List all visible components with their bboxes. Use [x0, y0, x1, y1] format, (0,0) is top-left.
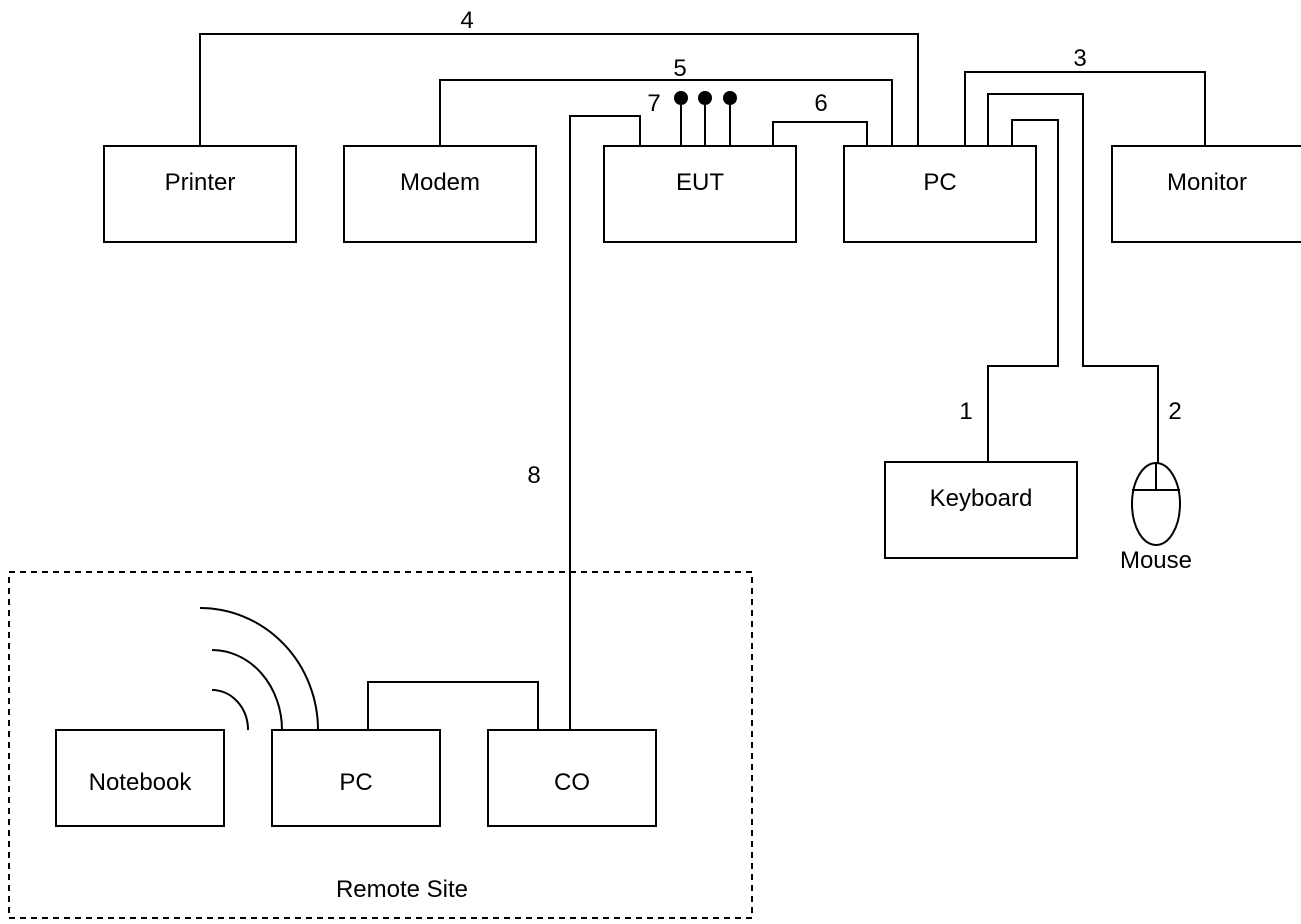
cable-label-4: 4 — [460, 7, 473, 34]
cable-label-8: 8 — [527, 462, 540, 489]
keyboard-label: Keyboard — [930, 485, 1033, 512]
cable-3-wire — [964, 71, 1206, 146]
printer-label: Printer — [165, 169, 236, 196]
pc-box — [843, 145, 1037, 243]
eut-port-connectors — [674, 91, 737, 146]
keyboard-box — [884, 461, 1078, 559]
eut-box — [603, 145, 797, 243]
cable-6-wire — [772, 121, 868, 146]
modem-label: Modem — [400, 169, 480, 196]
mouse-icon — [1131, 462, 1181, 546]
cable-1-wire — [987, 119, 1059, 462]
monitor-box — [1111, 145, 1301, 243]
port-dot — [723, 91, 737, 105]
pc-label: PC — [923, 169, 956, 196]
monitor-label: Monitor — [1167, 169, 1247, 196]
cable-label-6: 6 — [814, 90, 827, 117]
port-dot — [698, 91, 712, 105]
notebook-label: Notebook — [89, 769, 193, 796]
co-label: CO — [554, 769, 590, 796]
remote-site-boundary — [8, 571, 753, 919]
cable-5-wire — [439, 79, 893, 146]
cable-4-wire — [199, 33, 919, 146]
remote-pc-box — [271, 729, 441, 827]
remote-pc-label: PC — [339, 769, 372, 796]
cable-7-wire — [569, 115, 641, 730]
cable-label-2: 2 — [1168, 398, 1181, 425]
cable-label-3: 3 — [1073, 45, 1086, 72]
wireless-signal-icon — [199, 607, 319, 731]
remote-site-label: Remote Site — [336, 876, 468, 903]
printer-box — [103, 145, 297, 243]
mouse-label: Mouse — [1120, 547, 1192, 574]
eut-label: EUT — [676, 169, 724, 196]
modem-box — [343, 145, 537, 243]
cable-label-5: 5 — [673, 55, 686, 82]
remote-pc-co-wire — [367, 681, 539, 730]
cable-2-wire — [987, 93, 1159, 490]
notebook-box — [55, 729, 225, 827]
cable-label-1: 1 — [959, 398, 972, 425]
cable-label-7: 7 — [647, 90, 660, 117]
co-box — [487, 729, 657, 827]
port-dot — [674, 91, 688, 105]
